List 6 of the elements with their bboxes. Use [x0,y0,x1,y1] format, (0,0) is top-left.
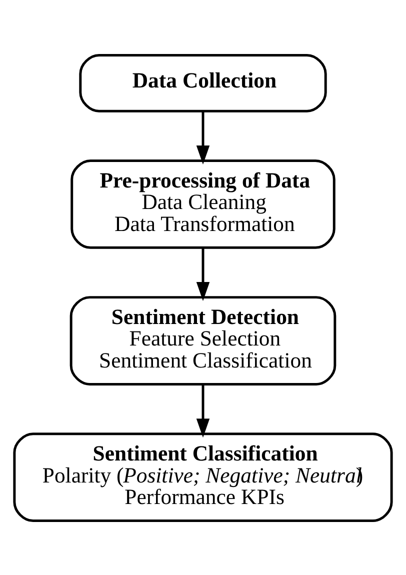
arrow [196,110,210,164]
node-box: Pre-processing of Data Data Cleaning Data Transformation [70,159,336,248]
node-box: Sentiment Detection Feature Selection Sentiment Classification [70,296,336,385]
arrow [196,247,210,301]
arrow [196,384,210,438]
node-box: Data Collection [79,53,327,112]
